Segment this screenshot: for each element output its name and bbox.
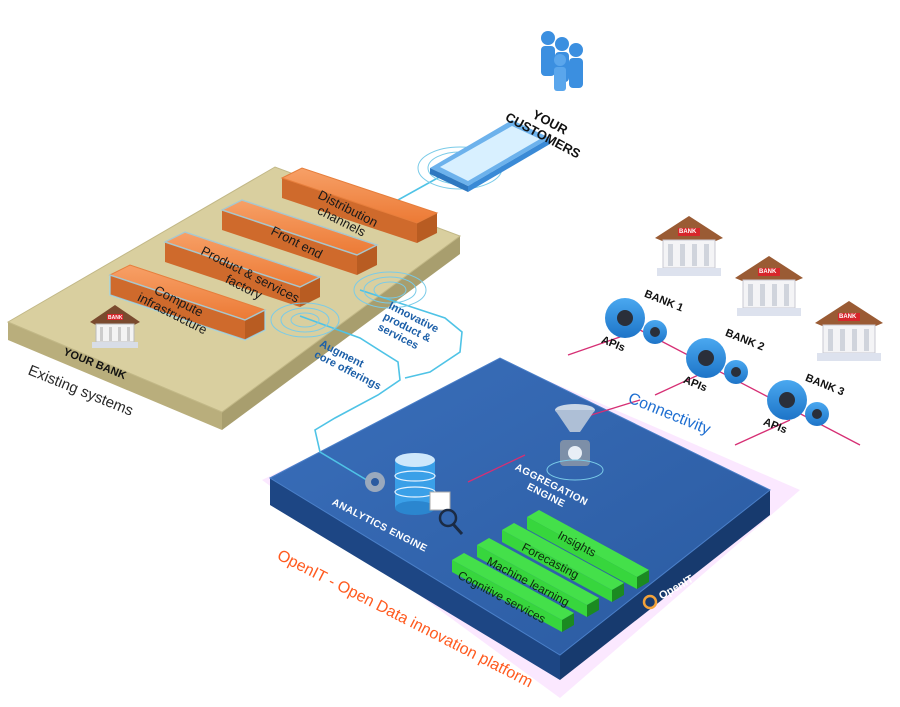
your-bank-sign: BANK (108, 315, 123, 321)
openit-logo-icon (642, 594, 658, 610)
customers-icon (541, 31, 583, 91)
bank-buildings (655, 216, 883, 361)
bank-1-sign: BANK (679, 229, 697, 235)
platform-slab (268, 357, 771, 680)
api-gear-icons (605, 298, 829, 426)
layer-slabs (108, 167, 439, 341)
bank-2-sign: BANK (759, 269, 777, 275)
phone-icon (430, 120, 550, 192)
service-bars (452, 510, 649, 632)
bank-3-sign: BANK (839, 314, 857, 320)
aggregation-engine-icon (546, 404, 604, 481)
your-bank-building (90, 305, 140, 348)
analytics-engine-icon (365, 453, 464, 536)
